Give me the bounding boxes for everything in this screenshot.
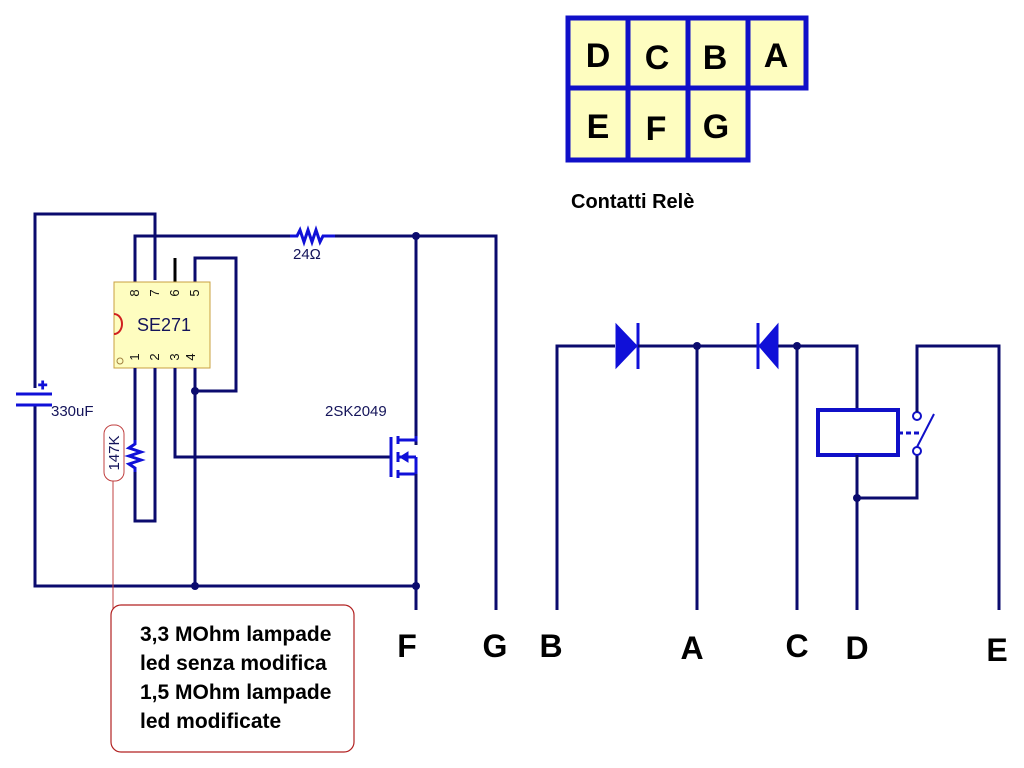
terminal-labels: F G B A C D E <box>397 628 1007 668</box>
ic-pin1-marker <box>116 357 124 365</box>
relay-contact-grid: D C B A E F G Contatti Relè <box>565 15 809 213</box>
contact-letter: D <box>586 37 611 75</box>
relay-coil <box>816 408 900 457</box>
capacitor-polarity: + <box>38 377 47 394</box>
note-line: led senza modifica <box>140 652 327 675</box>
ic-pin-label: 1 <box>127 353 142 360</box>
contact-cell-e <box>565 85 631 163</box>
note-line: 3,3 MOhm lampade <box>140 623 331 646</box>
ic-pin-label: 3 <box>167 353 182 360</box>
wire <box>133 234 290 282</box>
resistor-note: 3,3 MOhm lampade led senza modifica 1,5 … <box>110 604 355 753</box>
diode-1 <box>615 322 640 370</box>
mosfet-2sk2049: 2SK2049 <box>325 403 418 478</box>
note-line: led modificate <box>140 710 281 733</box>
wire <box>335 234 498 610</box>
wire <box>133 368 157 523</box>
ic-pin-label: 7 <box>147 289 162 296</box>
wire <box>857 455 919 500</box>
resistor-24-ohm-value: 24Ω <box>293 246 321 263</box>
ic-se271: SE271 8 7 6 5 1 2 3 4 <box>113 281 211 369</box>
terminal-label-b: B <box>539 628 562 664</box>
contact-cell-g <box>685 85 751 163</box>
terminal-label-g: G <box>483 628 508 664</box>
contact-letter: B <box>703 39 728 77</box>
wire <box>173 368 390 459</box>
wire <box>33 212 157 388</box>
wire <box>915 344 1001 610</box>
relay-circuit <box>555 322 1001 610</box>
junction-node <box>412 582 420 590</box>
contact-letter: G <box>703 108 729 146</box>
ic-pin-label: 6 <box>167 289 182 296</box>
junction-node <box>191 582 199 590</box>
capacitor-value: 330uF <box>51 403 94 420</box>
ic-pin-label: 5 <box>187 289 202 296</box>
relay-switch <box>898 411 935 456</box>
contact-letter: C <box>645 39 670 77</box>
mosfet-name: 2SK2049 <box>325 403 387 420</box>
wire <box>33 406 417 588</box>
ic-pin-label: 2 <box>147 353 162 360</box>
diode-2 <box>756 322 779 370</box>
resistor-147k-value: 147K <box>106 435 123 470</box>
ic-body <box>113 281 211 369</box>
terminal-label-a: A <box>680 630 703 666</box>
terminal-label-d: D <box>845 630 868 666</box>
ic-pin-label: 4 <box>183 353 198 360</box>
wire <box>193 256 238 393</box>
contact-letter: F <box>646 110 667 148</box>
junction-node <box>191 387 199 395</box>
resistor-147k-label-bubble <box>103 424 125 482</box>
wire <box>778 344 859 410</box>
resistor-147k <box>124 440 146 472</box>
terminal-label-e: E <box>986 632 1007 668</box>
terminal-label-f: F <box>397 628 417 664</box>
terminal-label-c: C <box>785 628 808 664</box>
driver-circuit: + 330uF 24Ω SE271 8 7 6 5 1 2 3 <box>16 212 498 700</box>
contact-letter: E <box>587 108 610 146</box>
ic-name: SE271 <box>137 315 191 335</box>
resistor-24-ohm: 24Ω <box>290 225 335 263</box>
note-line: 1,5 MOhm lampade <box>140 681 331 704</box>
relay-contacts-caption: Contatti Relè <box>571 191 694 213</box>
contact-cell-a <box>745 15 809 91</box>
contact-letter: A <box>764 37 789 75</box>
ic-pin-label: 8 <box>127 289 142 296</box>
ic-notch <box>113 313 123 335</box>
capacitor-330uf: + 330uF <box>16 377 94 420</box>
wire <box>555 344 615 610</box>
note-box <box>110 604 355 753</box>
